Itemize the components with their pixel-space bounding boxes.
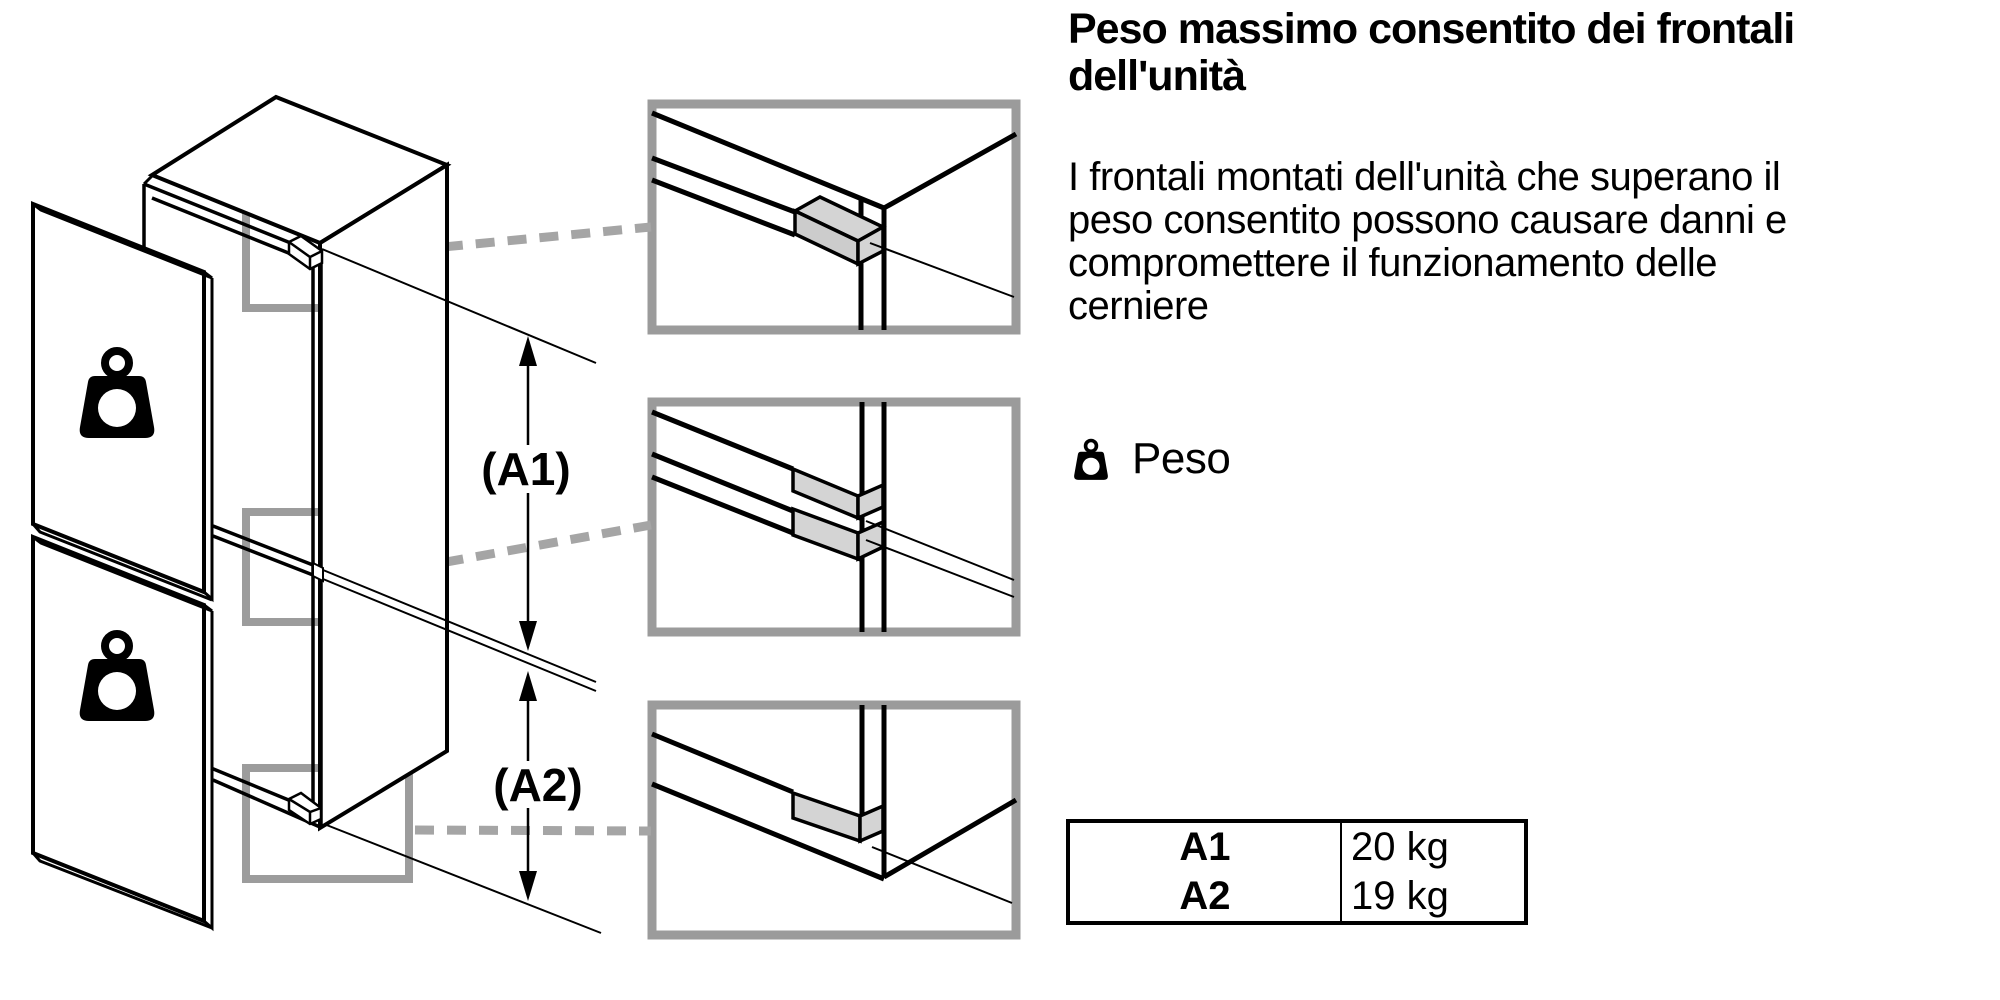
hinge-spacer-block: [791, 790, 885, 844]
dashed-connector-bottom: [414, 825, 652, 836]
table-cell-value-a2: 19 kg: [1351, 874, 1449, 918]
dimension-label-a1: (A1): [481, 443, 570, 495]
dimension-arrow-a1: (A1): [477, 336, 575, 651]
dashed-connector-top: [411, 222, 652, 255]
weight-icon: [1074, 438, 1108, 480]
lower-door-panel: [31, 534, 214, 932]
leader-line-top: [321, 248, 597, 364]
leader-line-middle-b: [322, 578, 597, 692]
leader-line-middle-a: [322, 569, 597, 683]
leader-line-bottom: [323, 823, 602, 934]
page-title-line2: dell'unità: [1068, 52, 1246, 100]
hinge-spacer-block: [791, 466, 885, 521]
leader-line: [865, 539, 1015, 598]
body-line: I frontali montati dell'unità che supera…: [1068, 155, 1781, 199]
weight-icon: [79, 347, 155, 438]
dimension-arrow-a2: (A2): [489, 671, 587, 901]
table-cell-key-a2: A2: [1070, 872, 1342, 921]
dimension-label-a2: (A2): [493, 759, 582, 811]
body-line: peso consentito possono causare danni e: [1068, 198, 1787, 242]
leader-line: [869, 242, 1015, 298]
cabinet-body: [142, 94, 452, 832]
body-line: compromettere il funzionamento delle: [1068, 241, 1718, 285]
table-cell-value-a1: 20 kg: [1351, 825, 1449, 869]
table-cell-key-a1: A1: [1070, 823, 1342, 872]
weight-legend: Peso: [1072, 434, 1231, 484]
hinge-spacer-block: [791, 195, 887, 267]
detail-box-bottom-hinge: [647, 700, 1021, 940]
body-line: cerniere: [1068, 284, 1209, 328]
detail-box-top-hinge: [647, 99, 1021, 335]
leader-line: [865, 520, 1015, 581]
page-title: Peso massimo consentito dei frontali del…: [1068, 5, 1795, 100]
detail-box-middle-hinge: [647, 397, 1021, 637]
hinge-bottom: [287, 791, 323, 826]
weight-icon: [79, 630, 155, 721]
hinge-middle: [312, 561, 324, 583]
hinge-top: [287, 234, 324, 271]
weight-spec-table: A1 20 kg A2 19 kg: [1066, 819, 1528, 925]
dashed-connector-middle: [412, 520, 652, 573]
page-title-line1: Peso massimo consentito dei frontali: [1068, 5, 1795, 53]
leader-line: [871, 846, 1013, 904]
weight-legend-label: Peso: [1132, 434, 1231, 483]
body-paragraph: I frontali montati dell'unità che supera…: [1068, 156, 1787, 328]
